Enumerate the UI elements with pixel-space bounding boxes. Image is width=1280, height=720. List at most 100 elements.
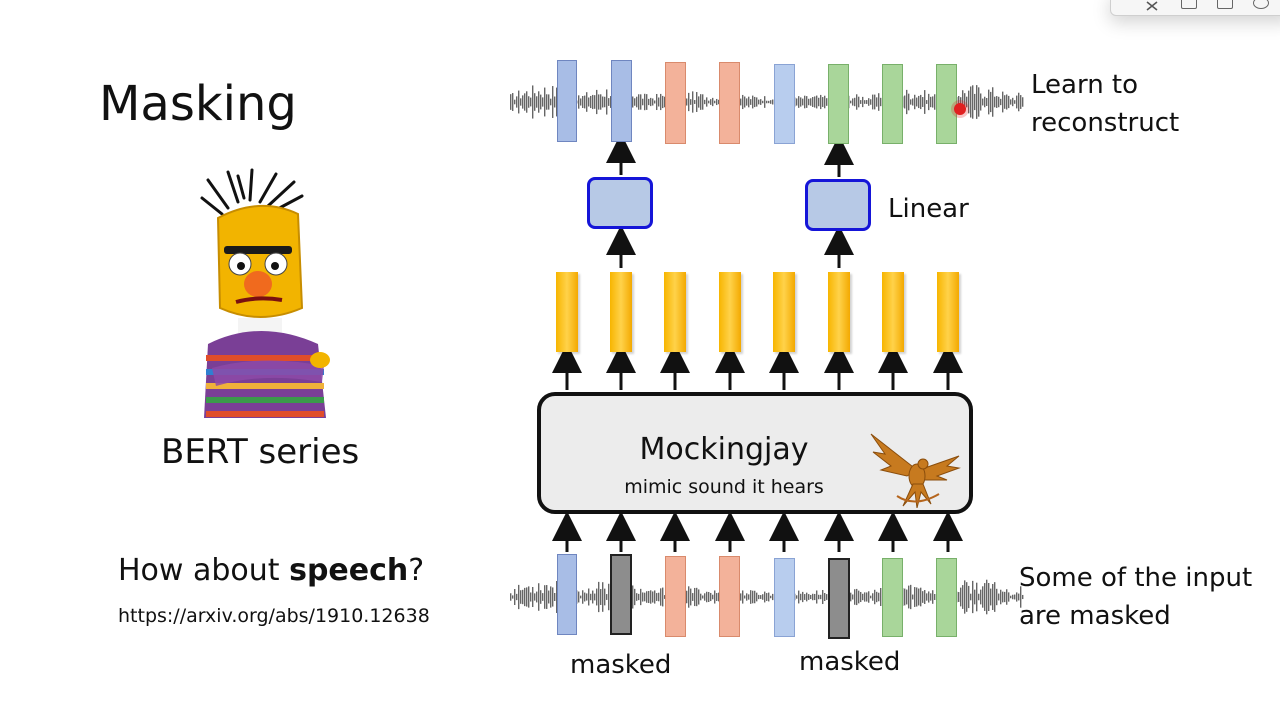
waveform-sample: [866, 100, 868, 104]
embedding-vector: [664, 272, 686, 352]
waveform-sample: [872, 94, 874, 110]
question-text: How about speech?: [118, 553, 424, 588]
waveform-sample: [600, 589, 602, 605]
waveform-sample: [546, 585, 548, 609]
waveform-sample: [714, 590, 716, 604]
waveform-sample: [542, 97, 544, 107]
waveform-sample: [964, 580, 966, 614]
output-label-line1: Learn to: [1031, 70, 1139, 100]
waveform-sample: [770, 595, 772, 599]
close-icon[interactable]: [1145, 0, 1159, 11]
waveform-sample: [694, 587, 696, 607]
waveform-sample: [874, 94, 876, 110]
waveform-sample: [1012, 594, 1014, 600]
waveform-sample: [796, 98, 798, 106]
waveform-sample: [596, 588, 598, 606]
waveform-sample: [550, 98, 552, 106]
waveform-sample: [1022, 594, 1024, 600]
waveform-sample: [910, 99, 912, 105]
waveform-sample: [648, 98, 650, 106]
waveform-sample: [1004, 591, 1006, 603]
waveform-sample: [540, 94, 542, 110]
waveform-sample: [868, 98, 870, 106]
waveform-sample: [998, 593, 1000, 601]
waveform-sample: [582, 590, 584, 604]
waveform-sample: [692, 91, 694, 113]
waveform-sample: [928, 93, 930, 111]
waveform-sample: [772, 99, 774, 105]
waveform-sample: [818, 97, 820, 107]
waveform-sample: [526, 587, 528, 607]
waveform-sample: [990, 91, 992, 113]
waveform-sample: [1016, 95, 1018, 109]
waveform-sample: [926, 593, 928, 601]
waveform-sample: [528, 96, 530, 108]
waveform-sample: [592, 590, 594, 604]
waveform-sample: [538, 583, 540, 611]
bert-puppet-illustration: [198, 168, 332, 418]
waveform-sample: [804, 95, 806, 109]
waveform-sample: [912, 594, 914, 600]
output-frame: [665, 62, 686, 144]
waveform-sample: [592, 94, 594, 110]
input-label-line2: are masked: [1019, 601, 1171, 631]
waveform-sample: [704, 593, 706, 601]
linear-head: [587, 177, 653, 229]
waveform-sample: [908, 585, 910, 609]
waveform-sample: [520, 98, 522, 106]
waveform-sample: [810, 594, 812, 600]
waveform-sample: [980, 589, 982, 605]
embedding-vector: [828, 272, 850, 352]
waveform-sample: [700, 94, 702, 110]
waveform-sample: [598, 94, 600, 110]
waveform-sample: [994, 96, 996, 108]
waveform-sample: [524, 587, 526, 607]
waveform-sample: [530, 592, 532, 602]
waveform-sample: [964, 93, 966, 111]
window-icon[interactable]: [1181, 0, 1197, 9]
input-frame: [557, 554, 577, 635]
output-frame: [828, 64, 849, 144]
mockingjay-model-box: Mockingjay mimic sound it hears: [537, 392, 973, 514]
waveform-sample: [1008, 592, 1010, 602]
waveform-sample: [1000, 98, 1002, 106]
waveform-sample: [802, 98, 804, 106]
waveform-sample: [916, 587, 918, 607]
waveform-sample: [852, 98, 854, 106]
waveform-sample: [912, 98, 914, 106]
waveform-sample: [824, 95, 826, 109]
waveform-sample: [658, 592, 660, 602]
waveform-sample: [522, 589, 524, 605]
waveform-sample: [552, 86, 554, 118]
waveform-sample: [608, 98, 610, 106]
waveform-sample: [704, 99, 706, 105]
waveform-sample: [516, 96, 518, 108]
waveform-sample: [906, 89, 908, 115]
waveform-sample: [634, 98, 636, 106]
waveform-sample: [634, 588, 636, 606]
waveform-sample: [858, 590, 860, 604]
waveform-sample: [512, 595, 514, 599]
settings-icon[interactable]: [1253, 0, 1269, 9]
waveform-sample: [748, 96, 750, 108]
waveform-sample: [610, 96, 612, 108]
waveform-sample: [982, 586, 984, 608]
waveform-sample: [878, 93, 880, 111]
waveform-sample: [594, 95, 596, 109]
waveform-sample: [606, 594, 608, 600]
share-icon[interactable]: [1217, 0, 1233, 9]
waveform-sample: [766, 100, 768, 104]
waveform-sample: [766, 593, 768, 601]
waveform-sample: [826, 98, 828, 106]
paper-link[interactable]: https://arxiv.org/abs/1910.12638: [118, 605, 430, 627]
input-frame-masked: [828, 558, 850, 639]
waveform-sample: [1012, 97, 1014, 107]
waveform-sample: [806, 592, 808, 602]
waveform-sample: [710, 99, 712, 105]
waveform-sample: [906, 589, 908, 605]
waveform-sample: [588, 588, 590, 606]
waveform-sample: [582, 96, 584, 108]
waveform-sample: [992, 583, 994, 611]
waveform-sample: [800, 593, 802, 601]
waveform-sample: [748, 594, 750, 600]
